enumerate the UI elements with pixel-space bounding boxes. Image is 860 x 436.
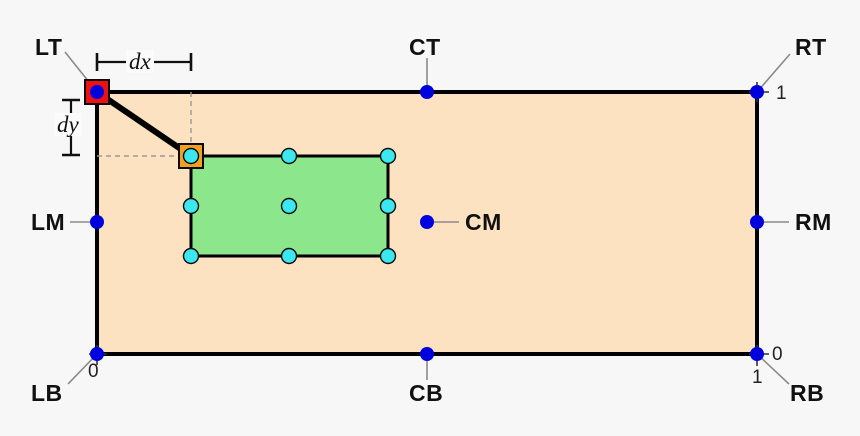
anchor-dot-ct[interactable] xyxy=(420,85,434,99)
coordinate-number-rb-one: 1 xyxy=(752,367,763,388)
handle-inner-cb[interactable] xyxy=(280,247,298,265)
anchor-label-rt: RT xyxy=(795,34,827,60)
leader-line-rt xyxy=(756,53,791,93)
anchor-dot-rm[interactable] xyxy=(750,215,764,229)
anchor-dot-cb[interactable] xyxy=(420,347,434,361)
handle-inner-lm[interactable] xyxy=(182,197,200,215)
coordinate-number-rb-zero: 0 xyxy=(772,344,783,365)
handle-inner-lb[interactable] xyxy=(182,247,200,265)
anchor-label-rb: RB xyxy=(790,380,825,406)
anchor-dot-cm[interactable] xyxy=(420,215,434,229)
anchor-dot-lb[interactable] xyxy=(90,347,104,361)
handle-inner-ct[interactable] xyxy=(280,147,298,165)
anchor-label-lm: LM xyxy=(31,209,66,235)
anchor-label-lt: LT xyxy=(35,34,63,60)
anchor-dot-lm[interactable] xyxy=(90,215,104,229)
handle-inner-rb[interactable] xyxy=(379,247,397,265)
selected-handle-dot[interactable] xyxy=(182,147,200,165)
anchor-label-cb: CB xyxy=(409,380,444,406)
coordinate-number-rt-one: 1 xyxy=(776,83,787,104)
anchor-label-rm: RM xyxy=(795,209,832,235)
offset-vector-line xyxy=(94,89,194,159)
leader-line-rb xyxy=(756,353,790,385)
handle-inner-cm[interactable] xyxy=(280,197,298,215)
anchor-label-ct: CT xyxy=(409,34,441,60)
coordinate-number-lb-zero: 0 xyxy=(88,361,99,382)
handle-inner-rt[interactable] xyxy=(379,147,397,165)
origin-handle-dot[interactable] xyxy=(90,85,104,99)
dimension-label-dx: dx xyxy=(126,50,154,73)
dimension-label-dy: dy xyxy=(54,113,82,136)
anchor-dot-rb[interactable] xyxy=(750,347,764,361)
anchor-label-cm: CM xyxy=(465,209,502,235)
handle-inner-rm[interactable] xyxy=(379,197,397,215)
anchor-label-lb: LB xyxy=(31,380,63,406)
anchor-dot-rt[interactable] xyxy=(750,85,764,99)
